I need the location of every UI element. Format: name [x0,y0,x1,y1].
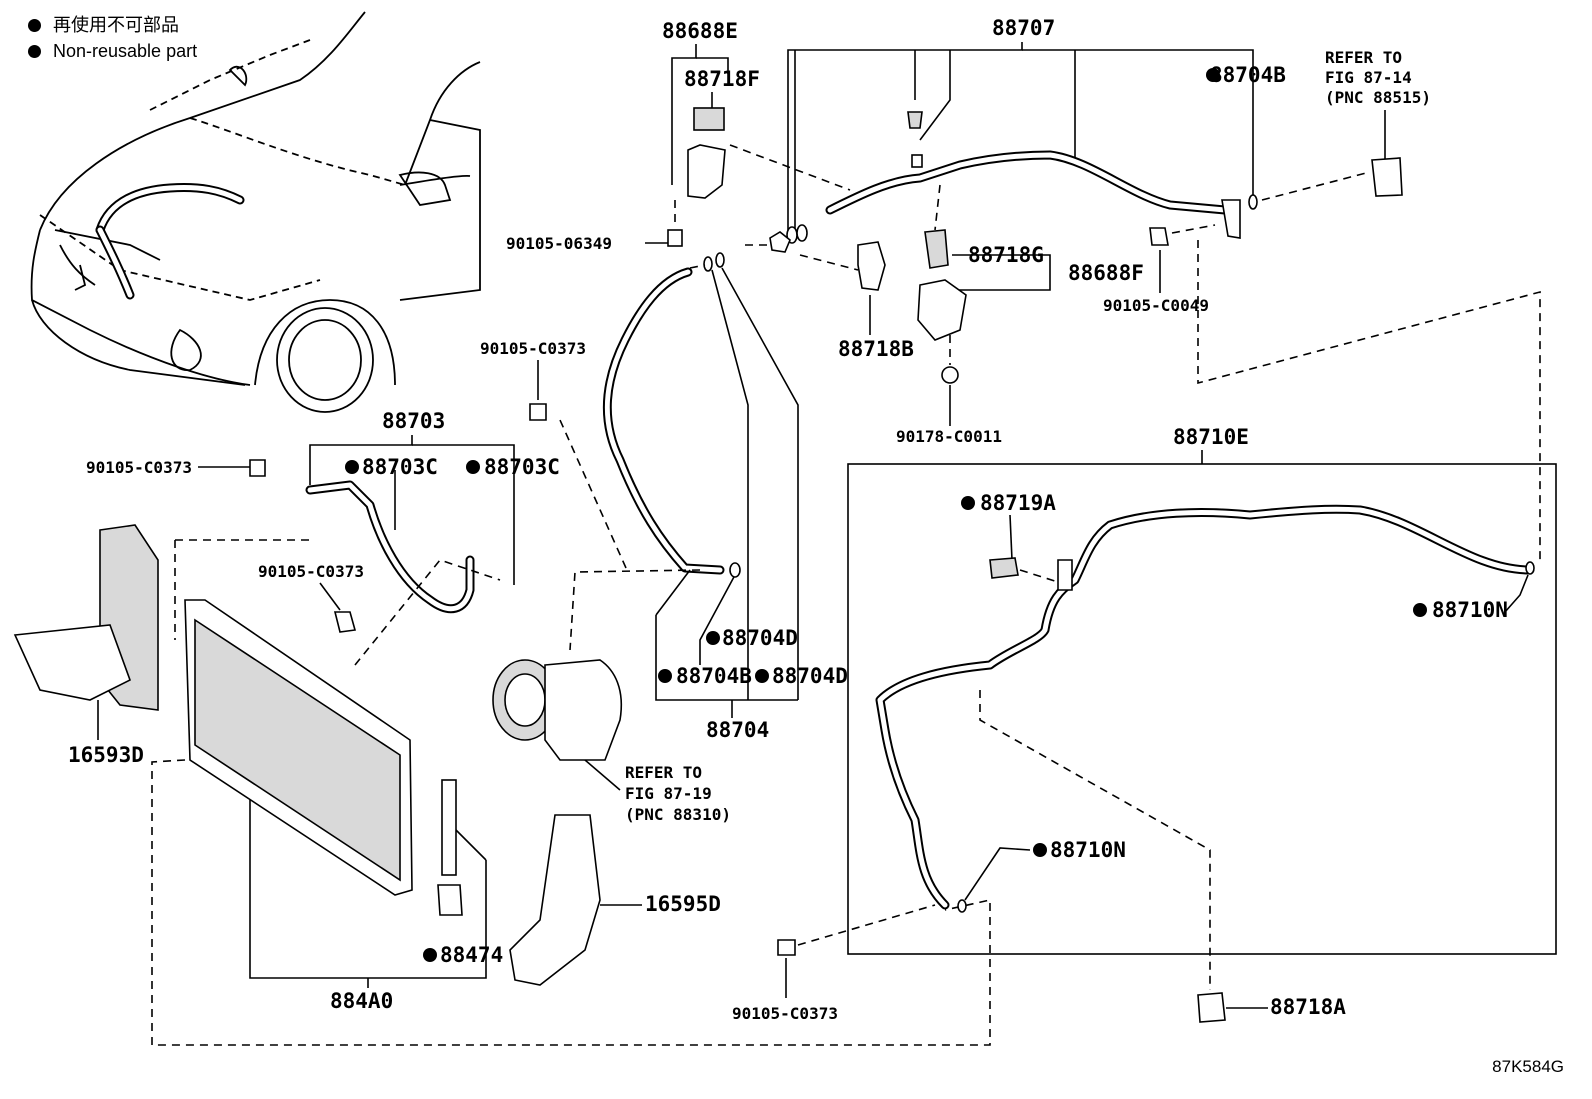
label-90178-c0011: 90178-C0011 [896,427,1002,446]
label-884a0: 884A0 [330,989,393,1013]
label-refer-top-line2: FIG 87-14 [1325,68,1412,87]
label-88704d-b: 88704D [772,664,848,688]
pipe-88710e-box [847,463,1557,955]
label-90105-c0373-c: 90105-C0373 [258,562,364,581]
label-88710e: 88710E [1173,425,1249,449]
non-reusable-dot [345,460,359,474]
condenser-group: 16593D 884A0 88474 16595D [13,524,991,1046]
non-reusable-dot [423,948,437,962]
label-88703c-b: 88703C [484,455,560,479]
non-reusable-dot [1206,68,1220,82]
legend-row-en: Non-reusable part [28,38,197,64]
label-16595d: 16595D [645,892,721,916]
legend-text-en: Non-reusable part [53,41,198,61]
pipe-88710e-group: 88710E 88719A 88710N 88710N 88718A 90105… [732,425,1557,1023]
pipe-88707-group: 88707 88704B REFER TO FIG 87-14 (PNC 885… [745,16,1541,565]
label-refer-top-line1: REFER TO [1325,48,1402,67]
label-88704: 88704 [706,718,769,742]
label-90105-c0049: 90105-C0049 [1103,296,1209,315]
pipe-88703-group: 88703 88703C 88703C 90105-C0373 90105-C0… [86,409,560,666]
label-88718f: 88718F [684,67,760,91]
compressor-group: REFER TO FIG 87-19 (PNC 88310) [492,659,731,824]
label-refer-top-line3: (PNC 88515) [1325,88,1431,107]
label-90105-c0373-d: 90105-C0373 [732,1004,838,1023]
label-88710n-b: 88710N [1050,838,1126,862]
non-reusable-dot [466,460,480,474]
label-90105-06349: 90105-06349 [506,234,612,253]
label-refer-mid-line1: REFER TO [625,763,702,782]
legend-text-cn: 再使用不可部品 [53,15,179,35]
label-16593d: 16593D [68,743,144,767]
label-88707: 88707 [992,16,1055,40]
label-88703: 88703 [382,409,445,433]
label-90105-c0373-a: 90105-C0373 [480,339,586,358]
label-88704d-a: 88704D [722,626,798,650]
label-88710n-a: 88710N [1432,598,1508,622]
non-reusable-dot [755,669,769,683]
label-88688e: 88688E [662,19,738,43]
non-reusable-dot [28,18,41,32]
label-refer-mid-line2: FIG 87-19 [625,784,712,803]
label-refer-mid-line3: (PNC 88310) [625,805,731,824]
label-90105-c0373-b: 90105-C0373 [86,458,192,477]
figure-code: 87K584G [1492,1057,1564,1076]
bracket-88688e-group: 88688E 88718F 90105-06349 [506,19,851,253]
non-reusable-dot [1413,603,1427,617]
non-reusable-dot [706,631,720,645]
vehicle-illustration [30,11,481,413]
label-88704b-top: 88704B [1210,63,1286,87]
non-reusable-dot [961,496,975,510]
label-88704b-b: 88704B [676,664,752,688]
legend: 再使用不可部品 Non-reusable part [28,12,197,64]
legend-row-cn: 再使用不可部品 [28,12,197,38]
non-reusable-dot [658,669,672,683]
label-88474: 88474 [440,943,503,967]
label-88688f: 88688F [1068,261,1144,285]
label-88703c-a: 88703C [362,455,438,479]
label-88719a: 88719A [980,491,1056,515]
label-88718a: 88718A [1270,995,1346,1019]
label-88718b: 88718B [838,337,914,361]
non-reusable-dot [1033,843,1047,857]
hose-88704-group: 88704D 88704B 88704D 88704 90105-C0373 [480,252,848,742]
non-reusable-dot [28,44,41,58]
bracket-88688f-group: 88718G 88688F 90178-C0011 88718B [838,229,1144,446]
